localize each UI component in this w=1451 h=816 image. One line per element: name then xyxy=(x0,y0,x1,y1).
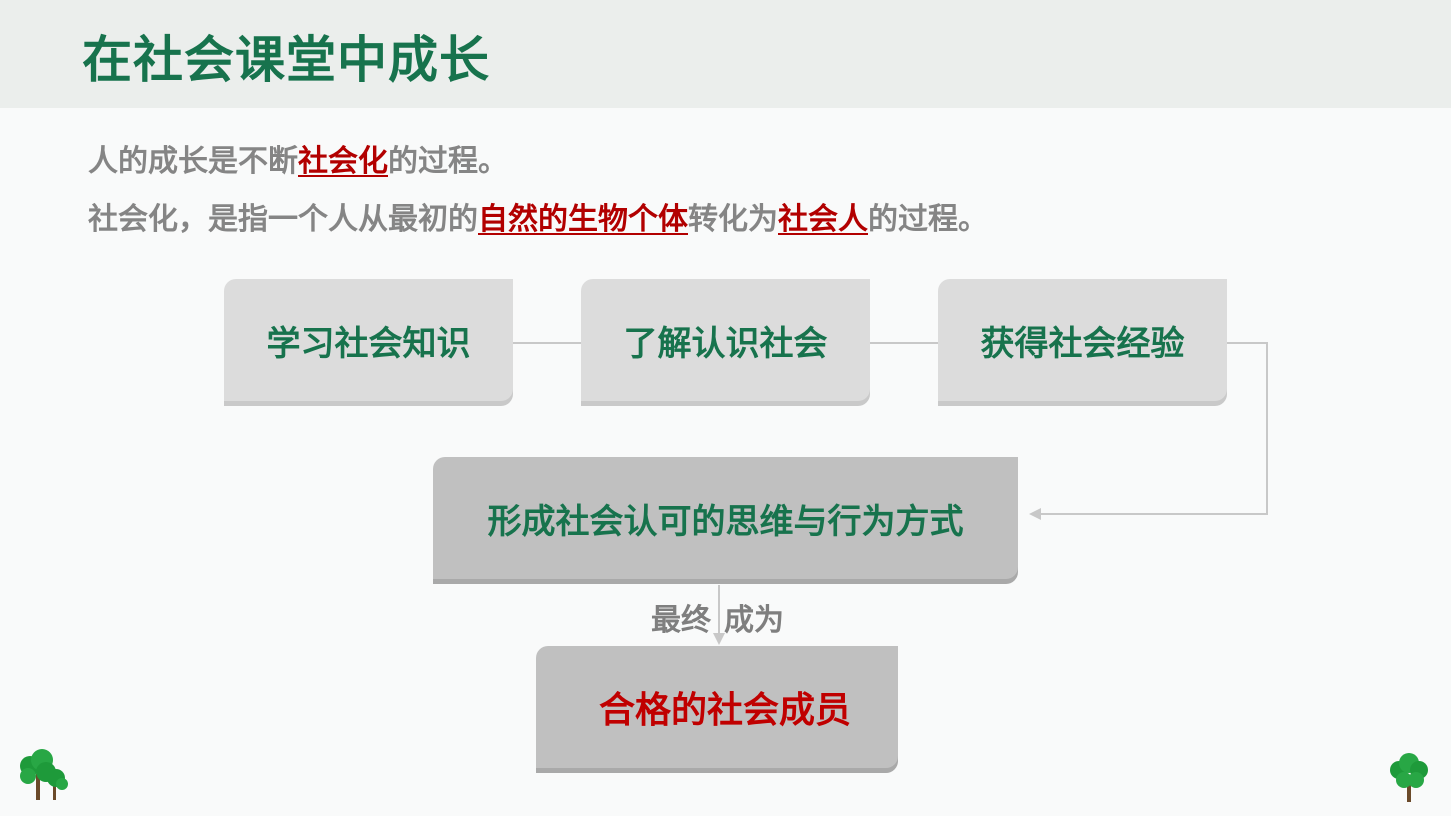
result-behavior: 形成社会认可的思维与行为方式 xyxy=(433,457,1018,579)
step-understand-society: 了解认识社会 xyxy=(581,279,870,401)
intro-line-2-pre: 社会化，是指一个人从最初的 xyxy=(88,202,478,237)
header-bar xyxy=(0,0,1451,108)
connector-step3-result xyxy=(1040,342,1268,515)
intro-line-2: 社会化，是指一个人从最初的自然的生物个体转化为社会人的过程。 xyxy=(88,200,988,240)
arrow-label-become: 成为 xyxy=(724,603,784,638)
arrow-label-final: 最终 xyxy=(651,603,711,638)
intro-line-2-mid: 转化为 xyxy=(688,202,778,237)
intro-line-1-post: 的过程。 xyxy=(388,144,508,179)
tree-icon xyxy=(1390,753,1428,802)
step-learn-knowledge: 学习社会知识 xyxy=(224,279,513,401)
highlight-socialization: 社会化 xyxy=(298,144,388,179)
intro-line-1-pre: 人的成长是不断 xyxy=(88,144,298,179)
highlight-social-person: 社会人 xyxy=(778,202,868,237)
final-qualified-member: 合格的社会成员 xyxy=(536,646,898,768)
arrowhead-to-result xyxy=(1029,508,1041,520)
page-title: 在社会课堂中成长 xyxy=(82,31,490,89)
step-gain-experience: 获得社会经验 xyxy=(938,279,1227,401)
intro-line-1: 人的成长是不断社会化的过程。 xyxy=(88,142,508,182)
intro-line-2-post: 的过程。 xyxy=(868,202,988,237)
highlight-natural-individual: 自然的生物个体 xyxy=(478,202,688,237)
tree-icon xyxy=(20,749,68,800)
arrowhead-to-final xyxy=(713,633,725,645)
